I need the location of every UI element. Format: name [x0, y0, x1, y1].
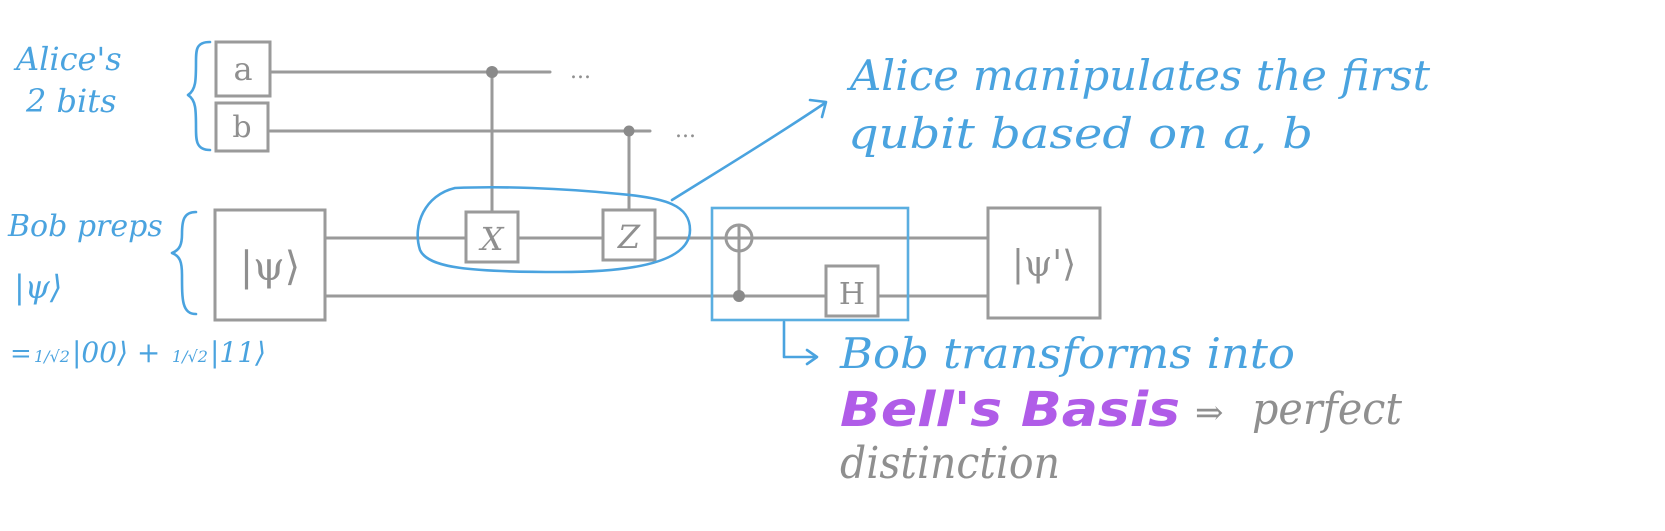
h-gate-box [824, 264, 880, 318]
psi-state-box [213, 208, 327, 322]
control-dot-b [623, 125, 635, 137]
alice-note-arrowhead [808, 98, 828, 119]
x-gate-label: X [478, 220, 505, 258]
h-gate-label: H [839, 277, 865, 312]
bob-note-arrow [782, 320, 817, 359]
implies-arrow: ⇒ [1195, 393, 1224, 433]
bit-a-label: a [233, 50, 252, 88]
alice-note-line1: Alice manipulates the first [846, 51, 1430, 100]
bob-preps-label-line1: Bob preps [7, 209, 163, 244]
bell-state-formula: = 1/√2 |00⟩ + 1/√2 |11⟩ [10, 336, 266, 369]
z-gate-box [601, 208, 657, 262]
alice-bits-label-line1: Alice's [13, 40, 122, 78]
formula-frac-2: 1/√2 [172, 347, 208, 366]
formula-ket-11: |11⟩ [210, 336, 266, 369]
alice-note-line2: qubit based on a, b [848, 109, 1313, 158]
x-gate-box [464, 210, 520, 264]
alice-bits-brace [186, 40, 212, 152]
alice-bits-label-line2: 2 bits [25, 82, 117, 120]
bob-preps-brace [170, 210, 198, 316]
alice-gates-loop [416, 185, 692, 274]
alice-note-arrow [670, 101, 827, 202]
bit-b-box [214, 101, 270, 153]
bit-b-label: b [232, 110, 251, 145]
bell-measurement-highlight-box [710, 206, 910, 322]
perfect-label: perfect [1252, 384, 1402, 435]
formula-ket-00: |00⟩ + [72, 336, 160, 369]
wire-a-continues: ... [570, 59, 591, 84]
bit-a-box [214, 40, 272, 98]
formula-frac-1: 1/√2 [34, 347, 70, 366]
bob-note-arrowhead [805, 348, 819, 366]
psi-state-label: |ψ⟩ [240, 244, 300, 290]
psi-out-box [986, 206, 1102, 320]
bob-note-line1: Bob transforms into [839, 329, 1295, 378]
formula-equals: = [10, 339, 32, 369]
cnot-control-dot [733, 290, 745, 302]
bell-basis-label: Bell's Basis [840, 382, 1180, 438]
wire-b-continues: ... [675, 118, 696, 143]
psi-out-label: |ψ'⟩ [1012, 244, 1076, 285]
bob-preps-label-line2: |ψ⟩ [14, 268, 62, 306]
control-dot-a [486, 66, 498, 78]
z-gate-label: Z [617, 218, 641, 256]
distinction-label: distinction [840, 438, 1060, 489]
